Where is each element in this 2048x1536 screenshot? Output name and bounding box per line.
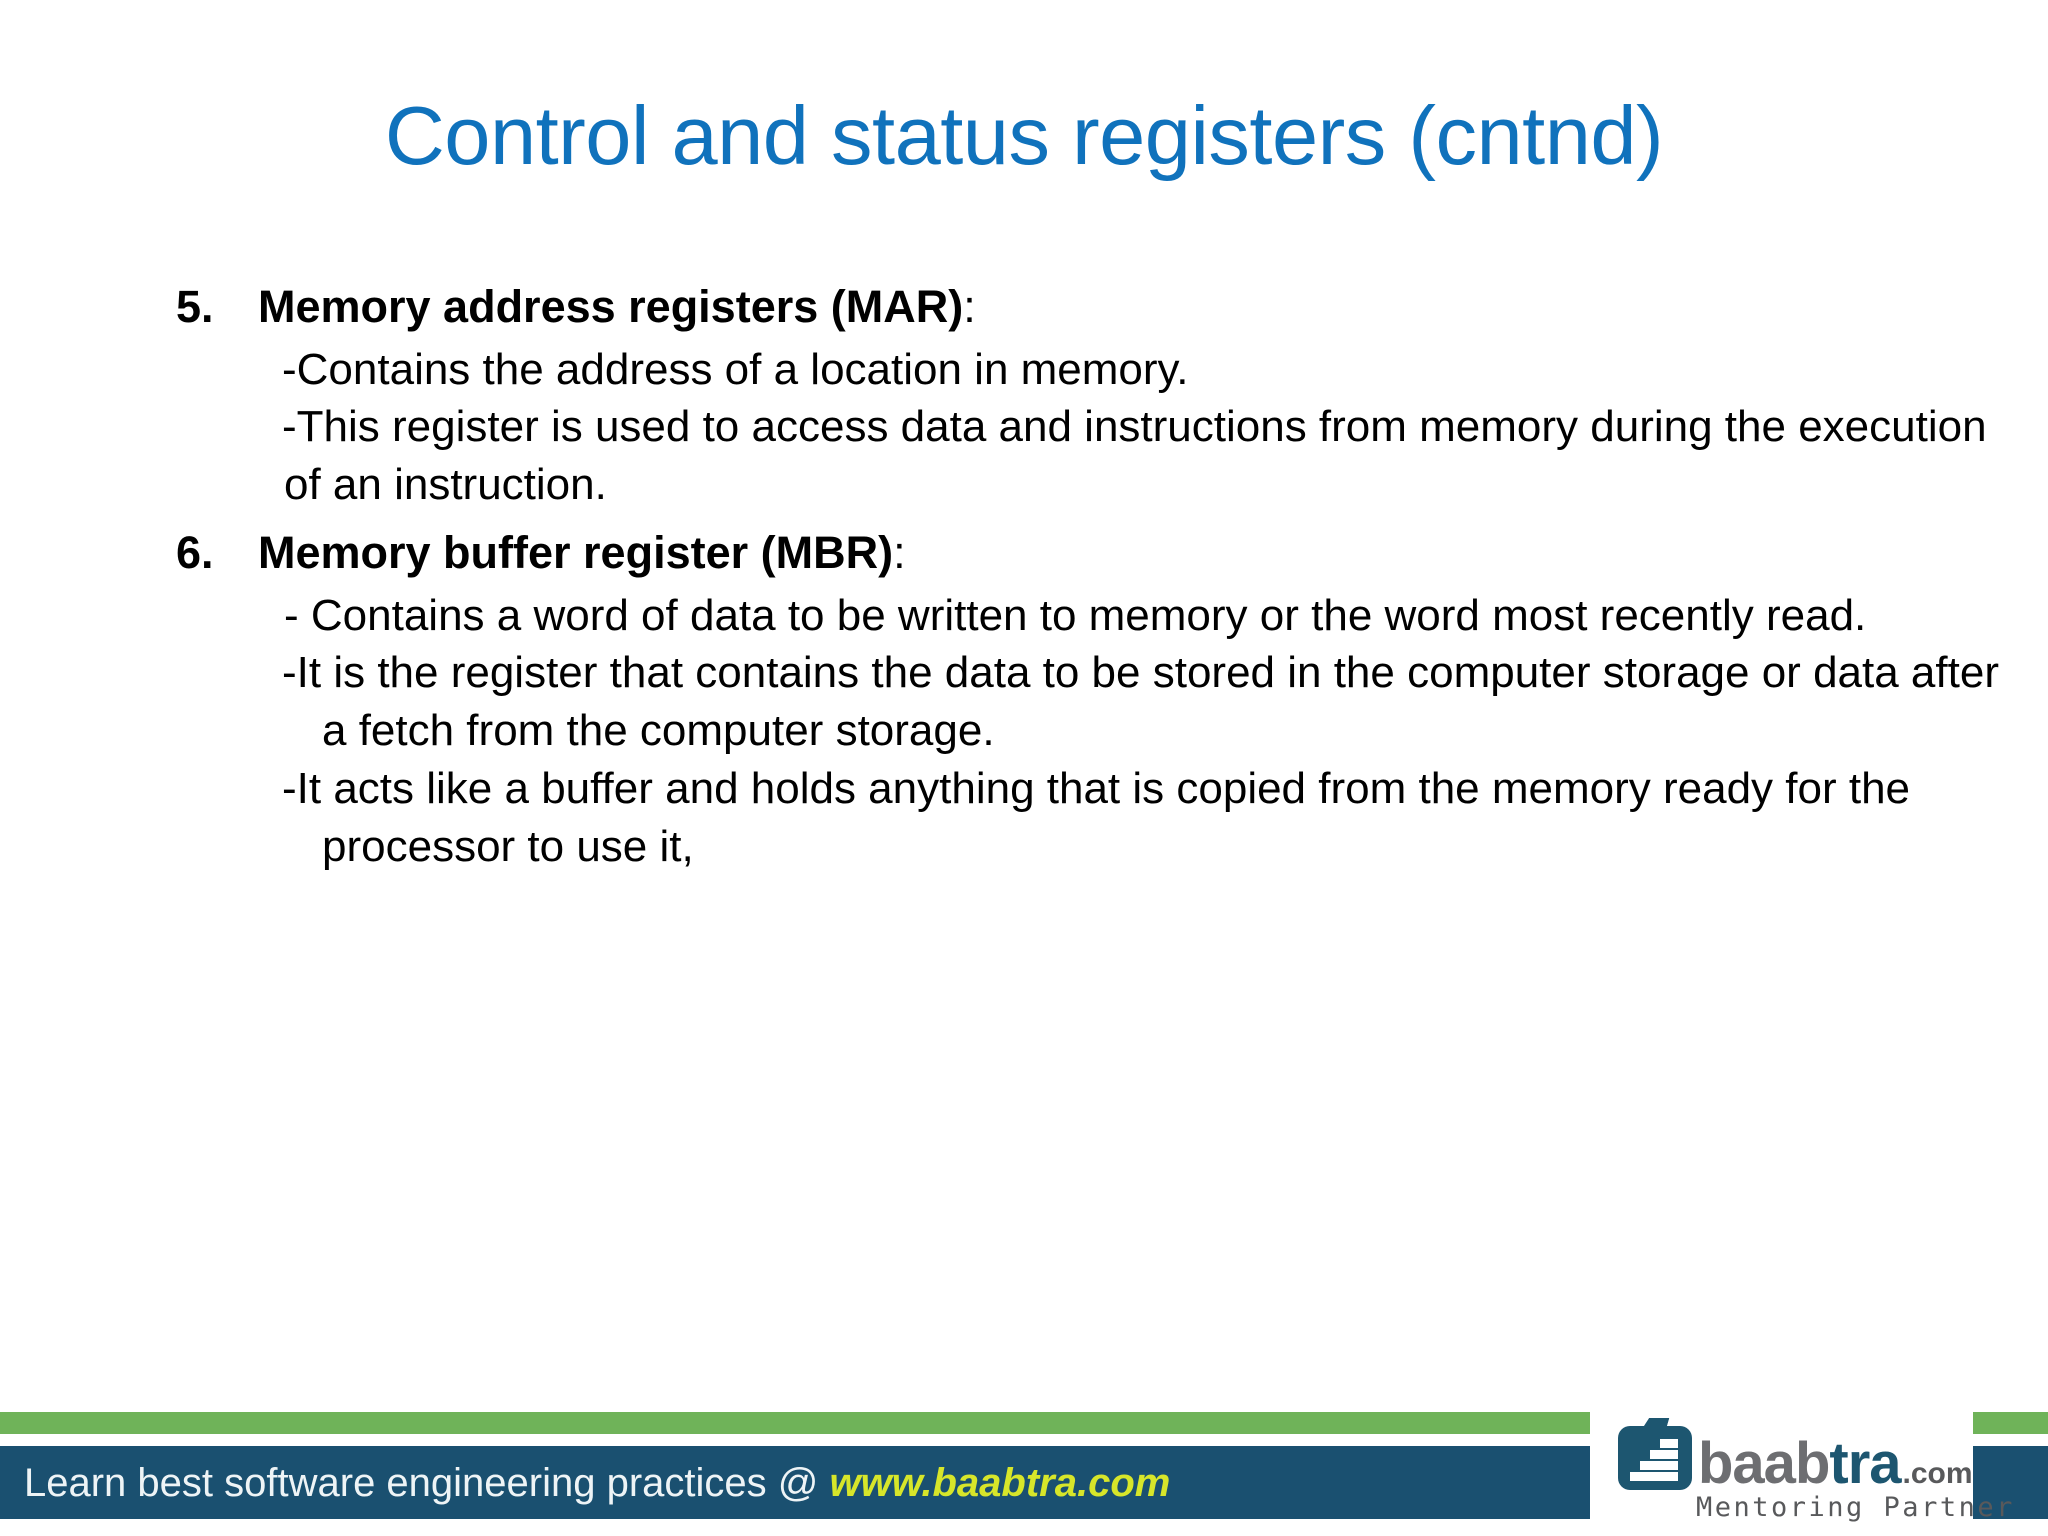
step-bar-4 xyxy=(1660,1439,1678,1448)
speech-bubble-steps-icon xyxy=(1618,1418,1692,1490)
footer-url-link[interactable]: www.baabtra.com xyxy=(829,1461,1171,1505)
footer-green-bar-left xyxy=(0,1412,1590,1434)
slide-body: 5. Memory address registers (MAR): -Conta… xyxy=(176,278,2016,876)
footer-green-bar-right xyxy=(1973,1412,2048,1434)
footer-bar-right xyxy=(1973,1446,2048,1519)
list-number-6: 6. xyxy=(176,527,214,579)
sub-bullet-5-2: -This register is used to access data an… xyxy=(282,402,1987,510)
footer-tagline-text: Learn best software engineering practice… xyxy=(24,1461,830,1505)
step-bar-2 xyxy=(1640,1461,1678,1470)
sub-bullet-6-1: - Contains a word of data to be written … xyxy=(284,590,1867,640)
spacer xyxy=(176,514,2016,524)
list-heading-text-6: Memory buffer register (MBR) xyxy=(258,527,894,579)
list-item-heading-6: 6. Memory buffer register (MBR): xyxy=(176,524,2016,583)
page-title: Control and status registers (cntnd) xyxy=(384,89,1664,182)
sub-bullet-5-1: -Contains the address of a location in m… xyxy=(282,344,1189,394)
footer-tagline: Learn best software engineering practice… xyxy=(24,1459,1170,1507)
step-bar-3 xyxy=(1650,1450,1678,1459)
logo-tagline: Mentoring Partner xyxy=(1696,1492,2015,1523)
list-number-5: 5. xyxy=(176,281,214,332)
logo-word-baab: baab xyxy=(1698,1430,1830,1496)
footer-bar-left xyxy=(0,1446,1590,1519)
sub-bullet-6-3: -It acts like a buffer and holds anythin… xyxy=(282,764,1911,872)
sub-bullet-6-2: -It is the register that contains the da… xyxy=(282,648,1999,756)
logo-word-tld: .com xyxy=(1902,1456,1973,1490)
logo-word-tra: tra xyxy=(1829,1430,1901,1496)
list-item-heading-5: 5. Memory address registers (MAR): xyxy=(176,278,2016,337)
list-heading-colon-6: : xyxy=(893,527,906,579)
list-heading-colon-5: : xyxy=(963,281,976,332)
list-heading-text-5: Memory address registers (MAR) xyxy=(258,281,964,332)
step-bar-1 xyxy=(1630,1472,1678,1481)
